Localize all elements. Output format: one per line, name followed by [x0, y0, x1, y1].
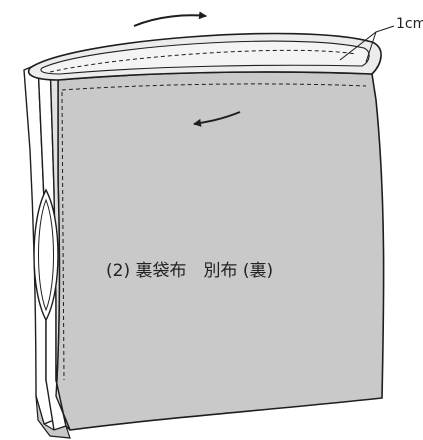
curved-arrow-right-icon: [133, 11, 207, 27]
leader-line-2: [365, 31, 377, 63]
leader-line-1: [339, 25, 395, 61]
bottom-corner-fold: [35, 395, 71, 439]
bag-body: [55, 71, 385, 431]
returning-opening-inner: [38, 198, 54, 312]
stitch-line-top: [49, 49, 357, 73]
top-opening-rim-inner: [40, 40, 370, 75]
curved-arrow-left-icon: [193, 111, 241, 127]
stitch-line-left: [61, 91, 65, 381]
bag-label: (2) 裏袋布 別布 (裏): [106, 260, 273, 281]
stitch-line-inner: [61, 83, 367, 91]
seam-allowance-label: 1cm: [396, 16, 423, 32]
